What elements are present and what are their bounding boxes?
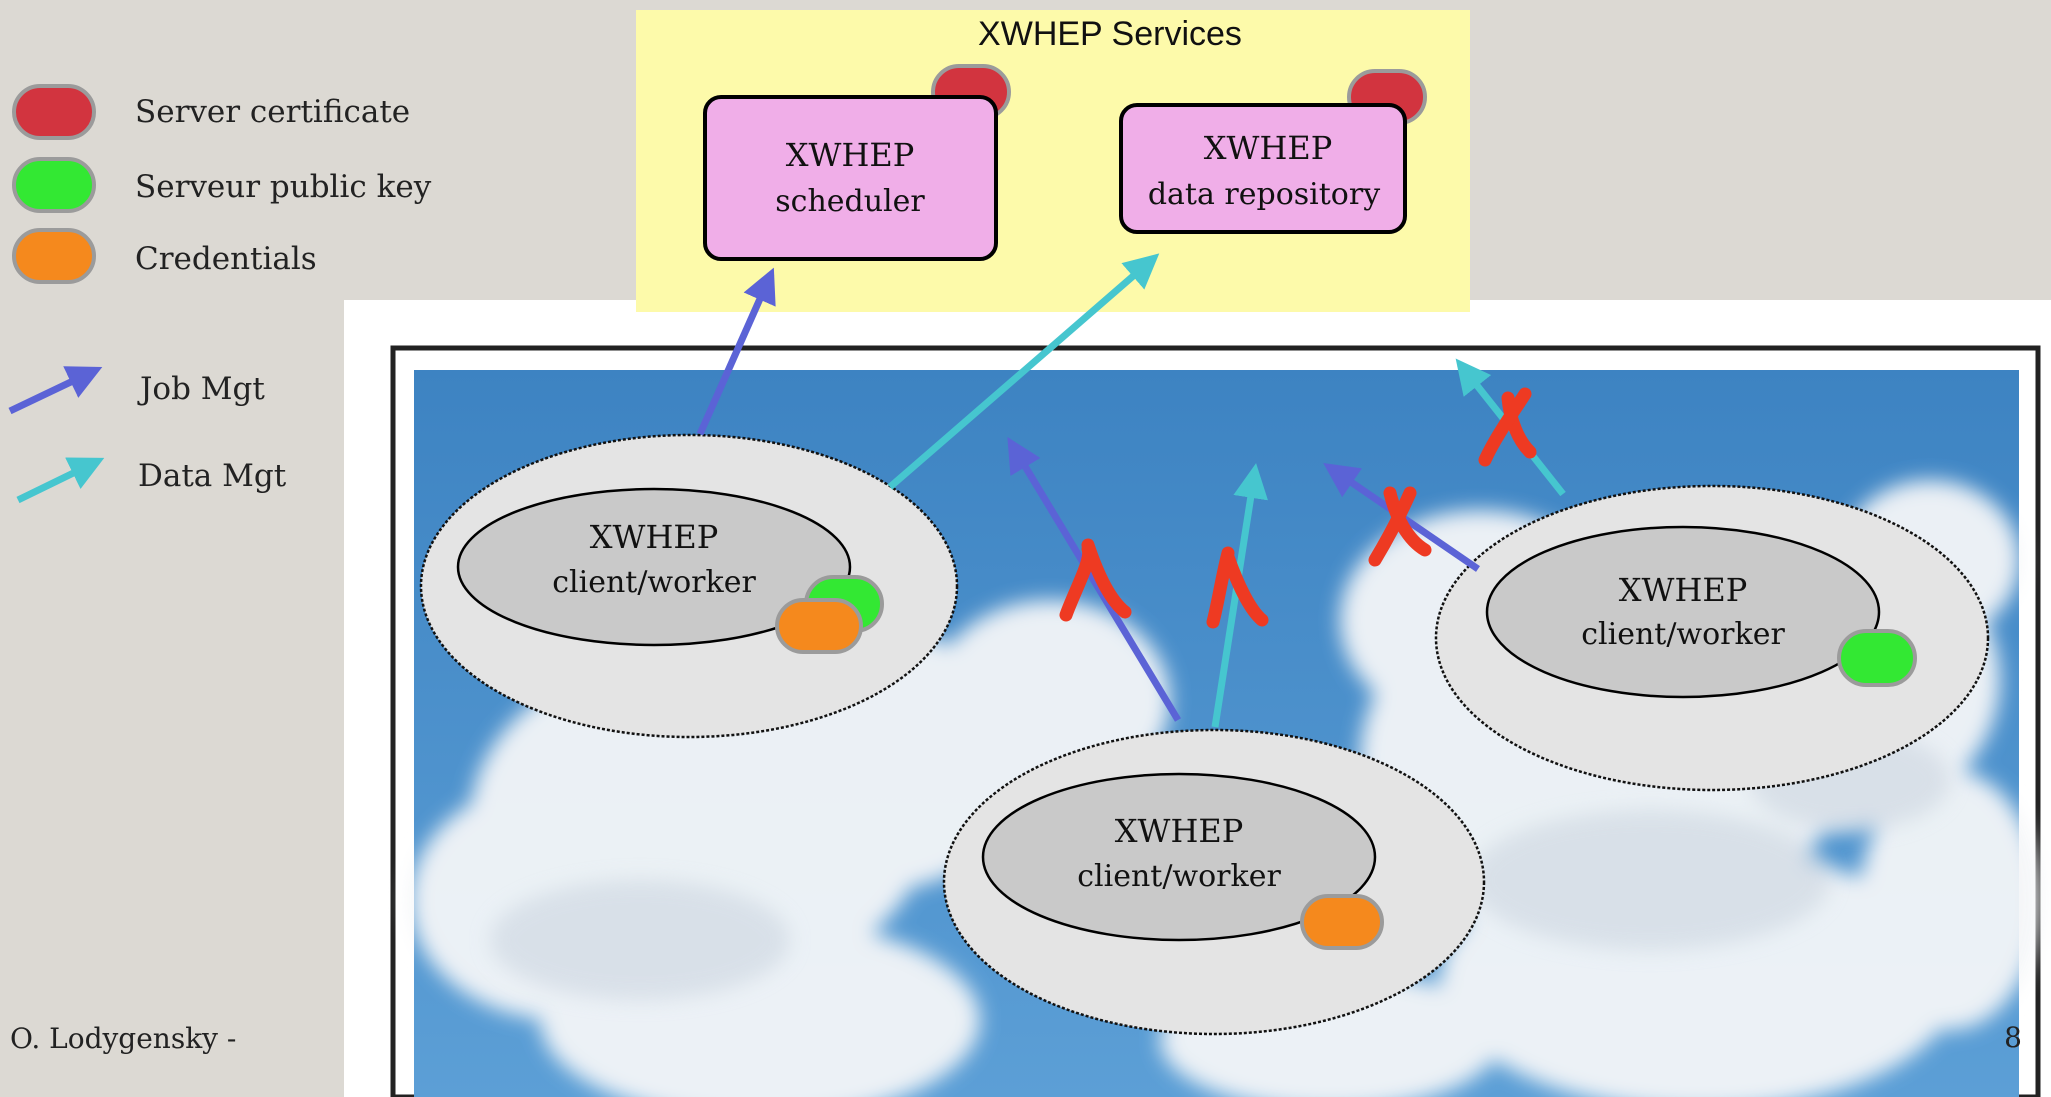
repository-subtitle: data repository [1148, 177, 1380, 212]
node-right-subtitle: client/worker [1581, 617, 1785, 652]
legend-label-public-key: Serveur public key [135, 169, 432, 205]
legend: Server certificate Serveur public key Cr… [8, 84, 432, 504]
repository-title: XWHEP [1204, 129, 1332, 167]
blocked-cross-icon [1059, 538, 1132, 622]
legend-data-mgt-arrow-icon [16, 457, 105, 504]
node-bottom-subtitle: client/worker [1077, 859, 1281, 894]
scheduler-box: XWHEP scheduler [703, 95, 998, 261]
legend-job-mgt-arrow-icon [8, 366, 103, 415]
client-worker-node-right: XWHEP client/worker [1434, 484, 1990, 792]
scheduler-subtitle: scheduler [775, 184, 925, 219]
legend-public-key-icon [12, 157, 96, 213]
client-worker-node-left: XWHEP client/worker [419, 433, 959, 739]
footer-author: O. Lodygensky - [10, 1022, 236, 1055]
node-right-title: XWHEP [1619, 571, 1747, 609]
data-arrow-bottom-blocked [1211, 463, 1268, 728]
repository-box: XWHEP data repository [1119, 103, 1407, 234]
node-left-title: XWHEP [590, 518, 718, 556]
scheduler-title: XWHEP [786, 136, 914, 174]
blocked-cross-icon [1206, 546, 1269, 629]
legend-label-credentials: Credentials [135, 241, 317, 277]
node-bottom-title: XWHEP [1115, 812, 1243, 850]
job-arrow-bottom-blocked [1007, 437, 1181, 722]
legend-label-job-mgt: Job Mgt [137, 371, 265, 407]
node-left-credentials-badge [775, 598, 863, 654]
node-left-subtitle: client/worker [552, 565, 756, 600]
client-worker-node-bottom: XWHEP client/worker [942, 728, 1486, 1036]
page-number: 8 [2004, 1021, 2022, 1054]
node-bottom-credentials-badge [1300, 894, 1384, 950]
services-title: XWHEP Services [978, 15, 1242, 53]
blocked-cross-icon [1478, 387, 1537, 467]
legend-label-server-certificate: Server certificate [135, 94, 410, 130]
legend-server-certificate-icon [12, 84, 96, 140]
node-right-public-key-badge [1837, 629, 1917, 687]
data-arrow-left-to-repository [887, 253, 1160, 490]
blocked-cross-icon [1368, 486, 1432, 567]
legend-credentials-icon [12, 228, 96, 284]
legend-label-data-mgt: Data Mgt [138, 458, 287, 494]
job-arrow-left-to-scheduler [696, 267, 776, 436]
